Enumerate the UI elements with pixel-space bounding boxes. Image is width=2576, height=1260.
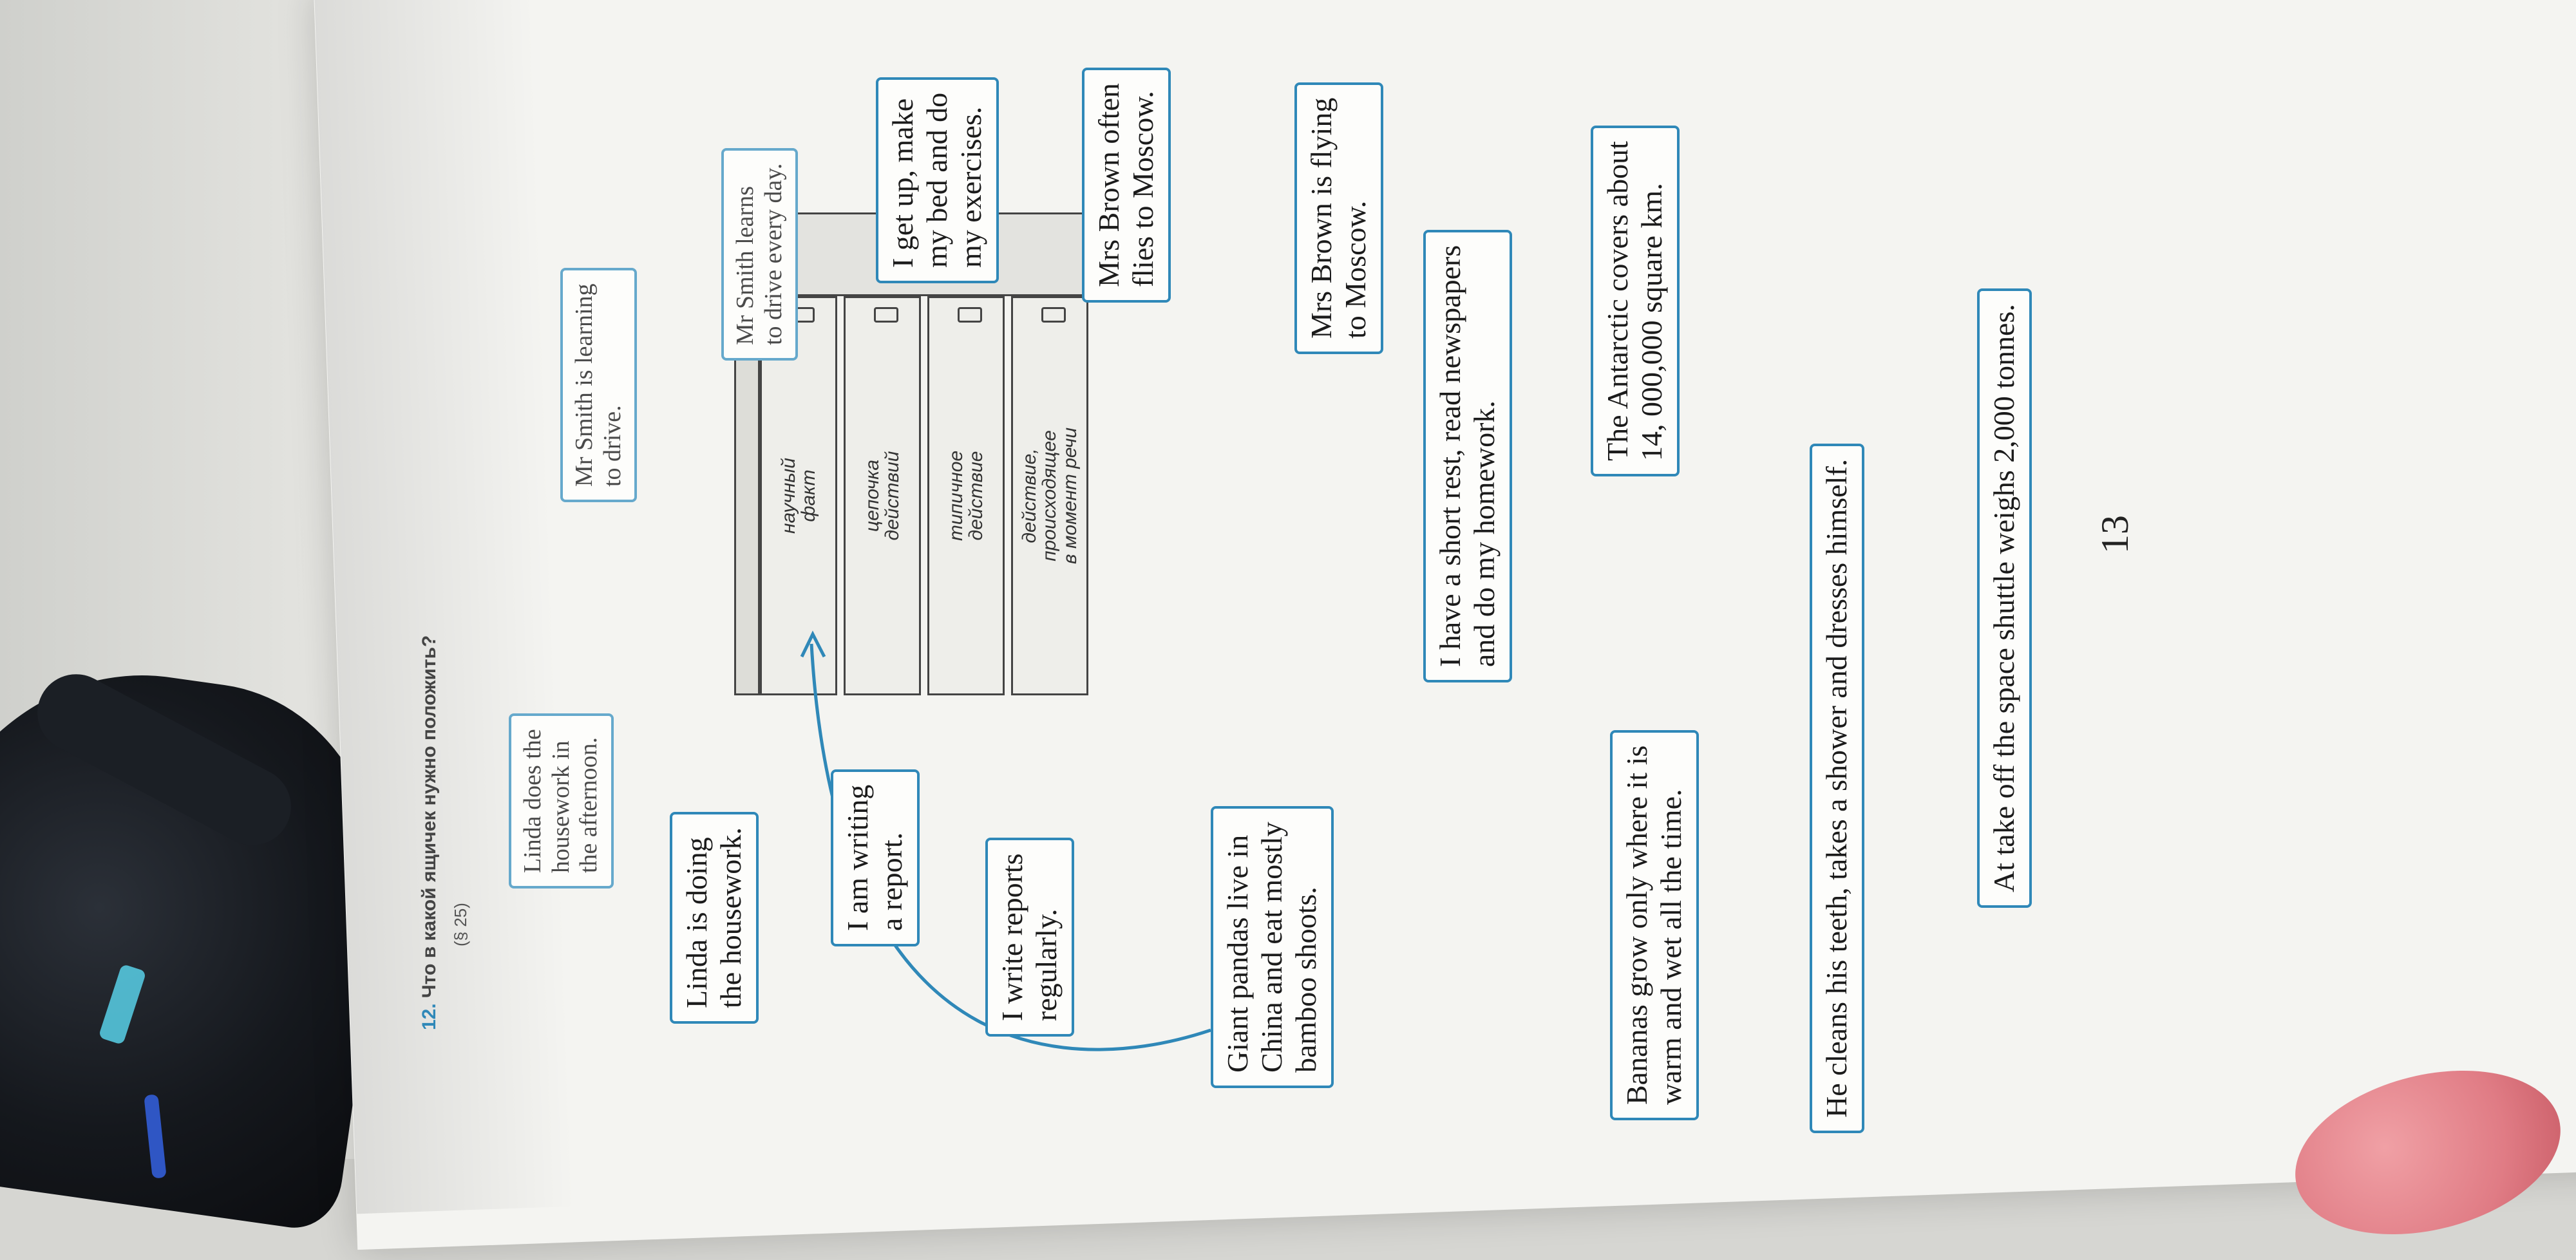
sentence-box: Linda is doing the housework. [670,811,759,1024]
sentence-box: Mrs Brown often flies to Moscow. [1082,68,1171,303]
sentence-line: I write reports [996,853,1028,1021]
sentence-line: Linda does the [519,729,546,873]
sentence-line: He cleans his teeth, takes a shower and … [1820,458,1853,1118]
sentence-box: I get up, make my bed and do my exercise… [876,77,999,283]
sentence-line: and do my homework. [1467,400,1501,667]
sentence-line: I have a short rest, read newspapers [1434,245,1466,667]
sentence-line: regularly. [1029,908,1063,1021]
sentence-box: At take off the space shuttle weighs 2,0… [1977,288,2032,908]
sentence-line: to Moscow. [1338,200,1372,339]
sentence-line: housework in [547,740,574,873]
sentence-line: At take off the space shuttle weighs 2,0… [1987,304,2020,892]
sentence-line: my exercises. [954,106,987,268]
sentence-line: bamboo shoots. [1289,887,1322,1073]
sentence-box: Giant pandas live in China and eat mostl… [1211,806,1334,1088]
sentence-line: the housework. [714,827,747,1008]
sentence-line: warm and wet all the time. [1654,789,1687,1105]
sentence-box: I write reports regularly. [985,838,1074,1037]
sentence-box: He cleans his teeth, takes a shower and … [1810,443,1864,1133]
sentence-box: I have a short rest, read newspapers and… [1423,229,1512,682]
sentence-line: Mr Smith learns [732,186,759,345]
sentence-line: Linda is doing [680,837,713,1008]
sentence-line: Giant pandas live in [1221,834,1254,1073]
sentence-box: I am writing a report. [831,769,920,946]
sentence-line: to drive. [598,405,626,487]
sentence-line: Mrs Brown is flying [1305,97,1338,339]
sentence-line: I am writing [841,784,874,931]
sentence-line: 14, 000,000 square km. [1634,183,1668,461]
sentence-line: Mr Smith is learning [571,283,598,487]
sentence-box: Mr Smith is learning to drive. [560,268,638,502]
sentence-box: Bananas grow only where it is warm and w… [1610,729,1699,1120]
sentence-box: Linda does the housework in the afternoo… [509,713,614,889]
sentence-line: to drive every day. [759,163,787,345]
sentence-line: The Antarctic covers about [1601,141,1634,461]
sentence-line: I get up, make [886,98,919,268]
sentence-box: Mrs Brown is flying to Moscow. [1294,82,1383,354]
sentence-line: a report. [875,832,908,931]
sentence-line: my bed and do [920,92,953,268]
sentence-box: Mr Smith learns to drive every day. [721,147,799,361]
sentence-line: Mrs Brown often [1092,83,1125,287]
sentence-box: The Antarctic covers about 14, 000,000 s… [1591,126,1680,476]
sentence-line: Bananas grow only where it is [1620,745,1653,1105]
page-number: 13 [2094,515,2136,554]
sentence-line: China and eat mostly [1255,822,1288,1073]
sentence-line: flies to Moscow. [1126,91,1159,287]
sentence-line: the afternoon. [575,737,603,873]
